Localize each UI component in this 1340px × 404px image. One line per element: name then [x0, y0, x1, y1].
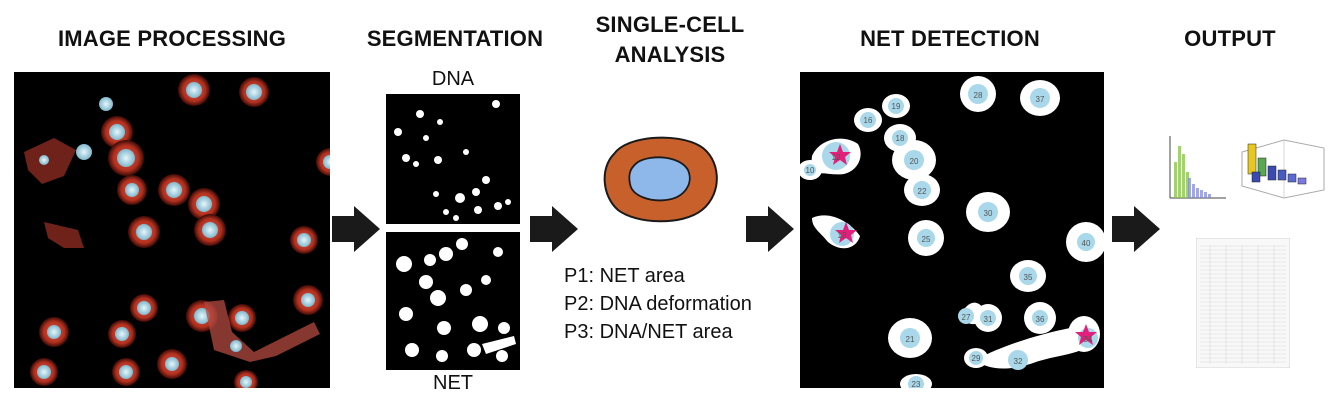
arrow-icon [746, 206, 794, 252]
image-processing-title: IMAGE PROCESSING [57, 26, 287, 51]
cell-number-label: 34 [1084, 335, 1093, 344]
cell-diagram-icon [603, 136, 718, 223]
net-mask-image [386, 232, 520, 370]
arrow-icon [1112, 206, 1160, 252]
cell-number-labels: 37 19 16 18 12 10 20 22 30 13 25 40 35 27 31 36 21 32 34 29… [806, 91, 1093, 388]
cell-number-label: 16 [864, 116, 873, 125]
cell-number-label: 28 [974, 91, 983, 100]
parameter-list: P1: NET area P2: DNA deformation P3: DNA… [564, 262, 804, 346]
cell-number-label: 12 [832, 153, 841, 162]
cell-number-label: 30 [984, 209, 993, 218]
output-title: OUTPUT [1184, 26, 1276, 51]
cell-number-label: 18 [896, 134, 905, 143]
cell-group [24, 74, 330, 388]
cell-number-label: 27 [962, 313, 971, 322]
cell-number-label: 19 [892, 102, 901, 111]
cell-number-label: 37 [1036, 95, 1045, 104]
microscopy-cells [24, 74, 330, 388]
dna-label: DNA [431, 68, 475, 90]
net-label: NET [433, 372, 473, 394]
param-p3: P3: DNA/NET area [564, 321, 733, 343]
cell-number-label: 22 [918, 187, 927, 196]
data-table-icon [1196, 238, 1290, 368]
single-cell-title-line2: ANALYSIS [614, 42, 726, 67]
arrow-icon [530, 206, 578, 252]
cell-number-label: 10 [806, 166, 815, 175]
net-nuclei [804, 84, 1098, 388]
net-mask-blobs [396, 238, 516, 362]
param-p2: P2: DNA deformation [564, 293, 752, 315]
cell-number-label: 29 [972, 354, 981, 363]
segmentation-title: SEGMENTATION [366, 26, 544, 51]
histogram-icon [1169, 136, 1226, 199]
cell-number-label: 13 [838, 231, 847, 240]
cell-number-label: 40 [1082, 239, 1091, 248]
cell-number-label: 32 [1014, 357, 1023, 366]
cell-number-label: 31 [984, 315, 993, 324]
net-detection-cells: 37 19 16 18 12 10 20 22 30 13 25 40 35 27 31 36 21 32 34 29… [800, 76, 1104, 388]
arrow-icon [332, 206, 380, 252]
single-cell-title-line1: SINGLE-CELL [595, 12, 745, 37]
cell-number-label: 20 [910, 157, 919, 166]
net-detection-image: 37 19 16 18 12 10 20 22 30 13 25 40 35 27 31 36 21 32 34 29… [800, 72, 1104, 388]
net-detection-title: NET DETECTION [860, 26, 1040, 51]
cell-number-label: 25 [922, 235, 931, 244]
param-p1: P1: NET area [564, 265, 685, 287]
bar-3d-icon [1241, 139, 1325, 199]
net-star-markers [829, 144, 1097, 345]
dna-mask-image [386, 94, 520, 224]
cell-number-label: 36 [1036, 315, 1045, 324]
microscopy-image [14, 72, 330, 388]
cell-number-label: 21 [906, 335, 915, 344]
cell-number-label: 23 [912, 380, 921, 388]
dna-mask-blobs [394, 100, 511, 221]
cell-number-label: 35 [1024, 273, 1033, 282]
